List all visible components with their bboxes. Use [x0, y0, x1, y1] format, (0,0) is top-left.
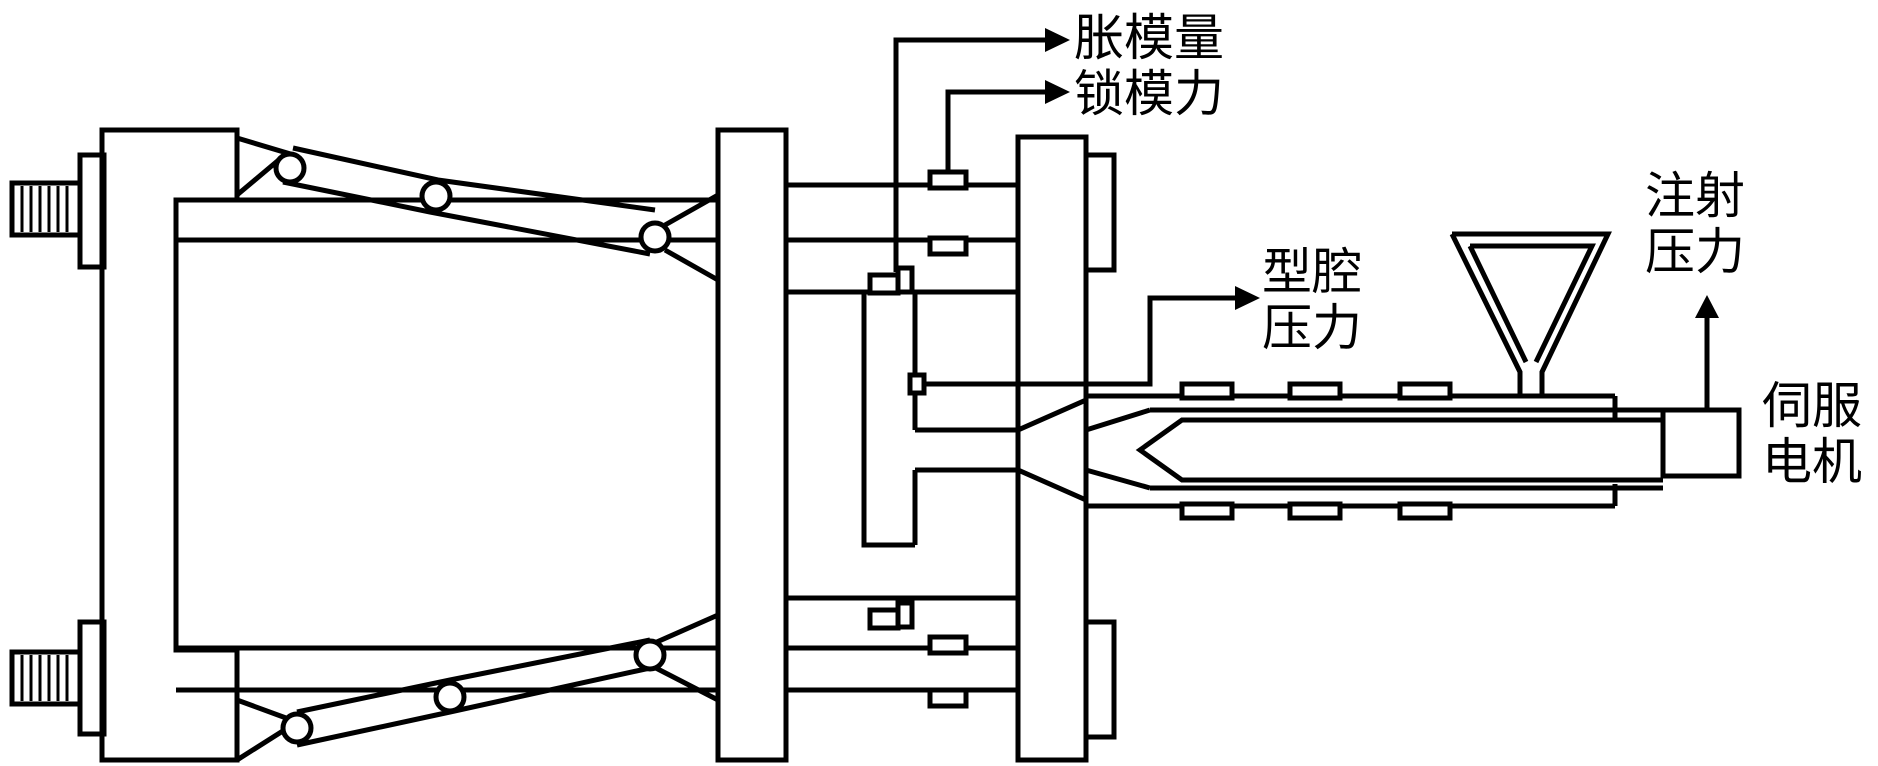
injection-pressure-label: 注射 压力 [1645, 168, 1745, 280]
tail-platen [99, 127, 240, 763]
fixed-platen [1015, 134, 1089, 763]
expansion-leader [893, 37, 1045, 272]
threaded-stud-top [9, 180, 83, 238]
hopper [1449, 231, 1612, 396]
clamping-sensor-top-lower [927, 235, 969, 257]
clamping-sensor-bottom-lower [927, 687, 969, 709]
cavity-pressure-line-1: 型腔 [1262, 243, 1362, 301]
fixed-platen-flange-bottom [1083, 619, 1117, 740]
cavity-leader [924, 295, 1235, 387]
clamping-sensor-bottom-upper [927, 634, 969, 656]
threaded-stud-bottom [9, 649, 83, 707]
toggle-pins [273, 151, 672, 745]
servo-motor-line-1: 伺服 [1762, 377, 1862, 435]
expansion-sensor-top [867, 265, 915, 296]
cavity [915, 383, 1089, 515]
moving-mold-half [861, 289, 918, 548]
nozzle [1085, 407, 1151, 491]
moving-platen [715, 127, 789, 763]
cavity-pressure-sensor [907, 372, 927, 396]
arrowheads [1045, 28, 1719, 318]
mold-expansion-label: 胀模量 [1074, 9, 1224, 67]
cavity-pressure-label: 型腔 压力 [1262, 244, 1362, 356]
clamping-force-label: 锁模力 [1074, 65, 1224, 123]
clamping-sensor-top-upper [927, 169, 969, 191]
servo-motor-label: 伺服 电机 [1762, 378, 1862, 490]
servo-motor-box [1660, 407, 1742, 479]
screw [1135, 417, 1663, 483]
toggle-linkage-top [235, 135, 720, 283]
expansion-sensor-bottom [867, 600, 915, 631]
servo-motor-line-2: 电机 [1762, 433, 1862, 491]
clamping-leader [945, 89, 1045, 170]
heater-bands [1179, 381, 1453, 521]
injection-pressure-line-2: 压力 [1645, 223, 1745, 281]
fixed-platen-flange-top [1083, 152, 1117, 273]
barrel [1086, 393, 1663, 509]
injection-pressure-line-1: 注射 [1645, 167, 1745, 225]
cavity-pressure-line-2: 压力 [1262, 299, 1362, 357]
